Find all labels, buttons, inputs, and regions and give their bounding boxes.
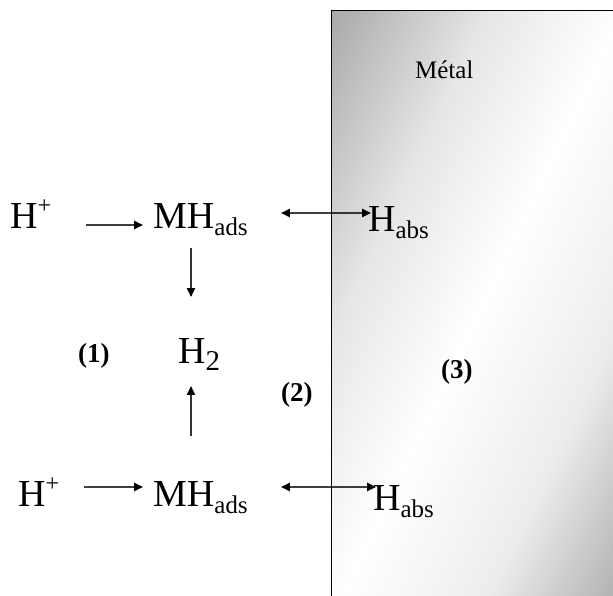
top-absorbed-hydrogen: Habs (368, 198, 429, 243)
metal-region (331, 10, 613, 596)
top-adsorbed-symbol: MH (153, 195, 215, 237)
step-1-label: (1) (78, 338, 110, 368)
top-absorbed-subscript: abs (395, 217, 429, 244)
step-2-label: (2) (281, 377, 313, 407)
top-absorbed-symbol: H (368, 198, 396, 240)
metal-label: Métal (415, 57, 474, 84)
bottom-adsorbed-symbol: MH (153, 473, 215, 515)
bottom-adsorbed-subscript: ads (214, 492, 248, 519)
bottom-proton-charge: + (45, 471, 59, 497)
top-proton-symbol: H (10, 195, 38, 237)
hydrogen-molecule-subscript: 2 (205, 345, 220, 377)
bottom-proton: H+ (18, 472, 59, 515)
bottom-proton-symbol: H (18, 473, 46, 515)
bottom-absorbed-hydrogen: Habs (373, 477, 434, 522)
bottom-absorbed-subscript: abs (400, 496, 434, 523)
top-adsorbed-hydrogen: MHads (153, 195, 248, 240)
hydrogen-molecule-symbol: H (178, 330, 206, 372)
step-3-label: (3) (441, 354, 473, 384)
bottom-absorbed-symbol: H (373, 477, 401, 519)
bottom-adsorbed-hydrogen: MHads (153, 473, 248, 518)
top-proton: H+ (10, 194, 51, 237)
top-adsorbed-subscript: ads (214, 214, 248, 241)
hydrogen-molecule: H2 (178, 330, 220, 376)
top-proton-charge: + (37, 193, 51, 219)
